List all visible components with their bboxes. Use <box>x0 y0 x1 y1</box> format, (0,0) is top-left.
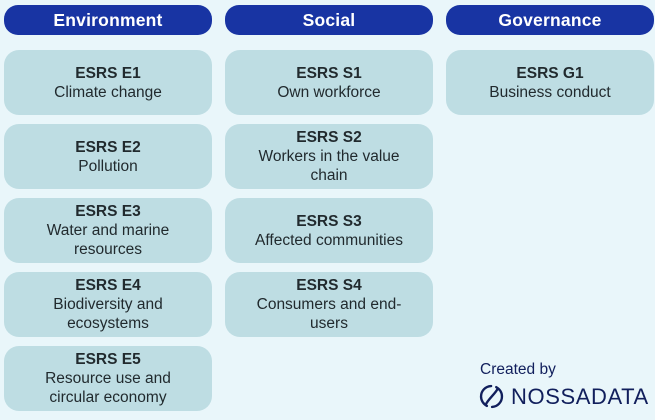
card-esrs-e3: ESRS E3 Water and marine resources <box>4 198 212 263</box>
card-code: ESRS S2 <box>296 129 362 146</box>
credit-block: Created by NOSSADATA <box>478 360 649 410</box>
card-esrs-g1: ESRS G1 Business conduct <box>446 50 654 115</box>
columns-container: Environment ESRS E1 Climate change ESRS … <box>4 5 654 411</box>
column-social: Social ESRS S1 Own workforce ESRS S2 Wor… <box>225 5 433 411</box>
card-esrs-e2: ESRS E2 Pollution <box>4 124 212 189</box>
card-code: ESRS G1 <box>516 64 584 82</box>
column-environment: Environment ESRS E1 Climate change ESRS … <box>4 5 212 411</box>
card-topic: Business conduct <box>489 83 611 101</box>
card-code: ESRS S3 <box>296 212 362 230</box>
card-esrs-s4: ESRS S4 Consumers and end- users <box>225 272 433 337</box>
created-by-label: Created by <box>480 361 556 378</box>
card-topic: Affected communities <box>255 231 403 249</box>
column-header-environment: Environment <box>4 5 212 35</box>
nossadata-logo-icon <box>479 384 504 409</box>
card-esrs-e1: ESRS E1 Climate change <box>4 50 212 115</box>
brand-row: NOSSADATA <box>478 383 649 410</box>
card-code: ESRS E5 <box>75 351 141 368</box>
card-code: ESRS E2 <box>75 138 141 156</box>
column-governance: Governance ESRS G1 Business conduct <box>446 5 654 411</box>
card-esrs-e5: ESRS E5 Resource use and circular econom… <box>4 346 212 411</box>
card-topic: Water and marine resources <box>46 222 170 258</box>
card-esrs-s1: ESRS S1 Own workforce <box>225 50 433 115</box>
card-code: ESRS S1 <box>296 64 362 82</box>
card-topic: Climate change <box>54 83 162 101</box>
card-esrs-e4: ESRS E4 Biodiversity and ecosystems <box>4 272 212 337</box>
card-topic: Pollution <box>78 157 138 175</box>
card-topic: Consumers and end- users <box>256 296 402 332</box>
card-code: ESRS E3 <box>75 203 141 220</box>
brand-name: NOSSADATA <box>511 383 649 409</box>
card-code: ESRS E4 <box>75 277 141 294</box>
column-header-social: Social <box>225 5 433 35</box>
column-header-governance: Governance <box>446 5 654 35</box>
card-topic: Workers in the value chain <box>258 148 400 184</box>
card-esrs-s2: ESRS S2 Workers in the value chain <box>225 124 433 189</box>
card-topic: Biodiversity and ecosystems <box>53 296 163 332</box>
card-esrs-s3: ESRS S3 Affected communities <box>225 198 433 263</box>
card-code: ESRS S4 <box>296 277 362 294</box>
card-topic: Own workforce <box>277 83 381 101</box>
card-topic: Resource use and circular economy <box>45 370 171 406</box>
card-code: ESRS E1 <box>75 64 141 82</box>
